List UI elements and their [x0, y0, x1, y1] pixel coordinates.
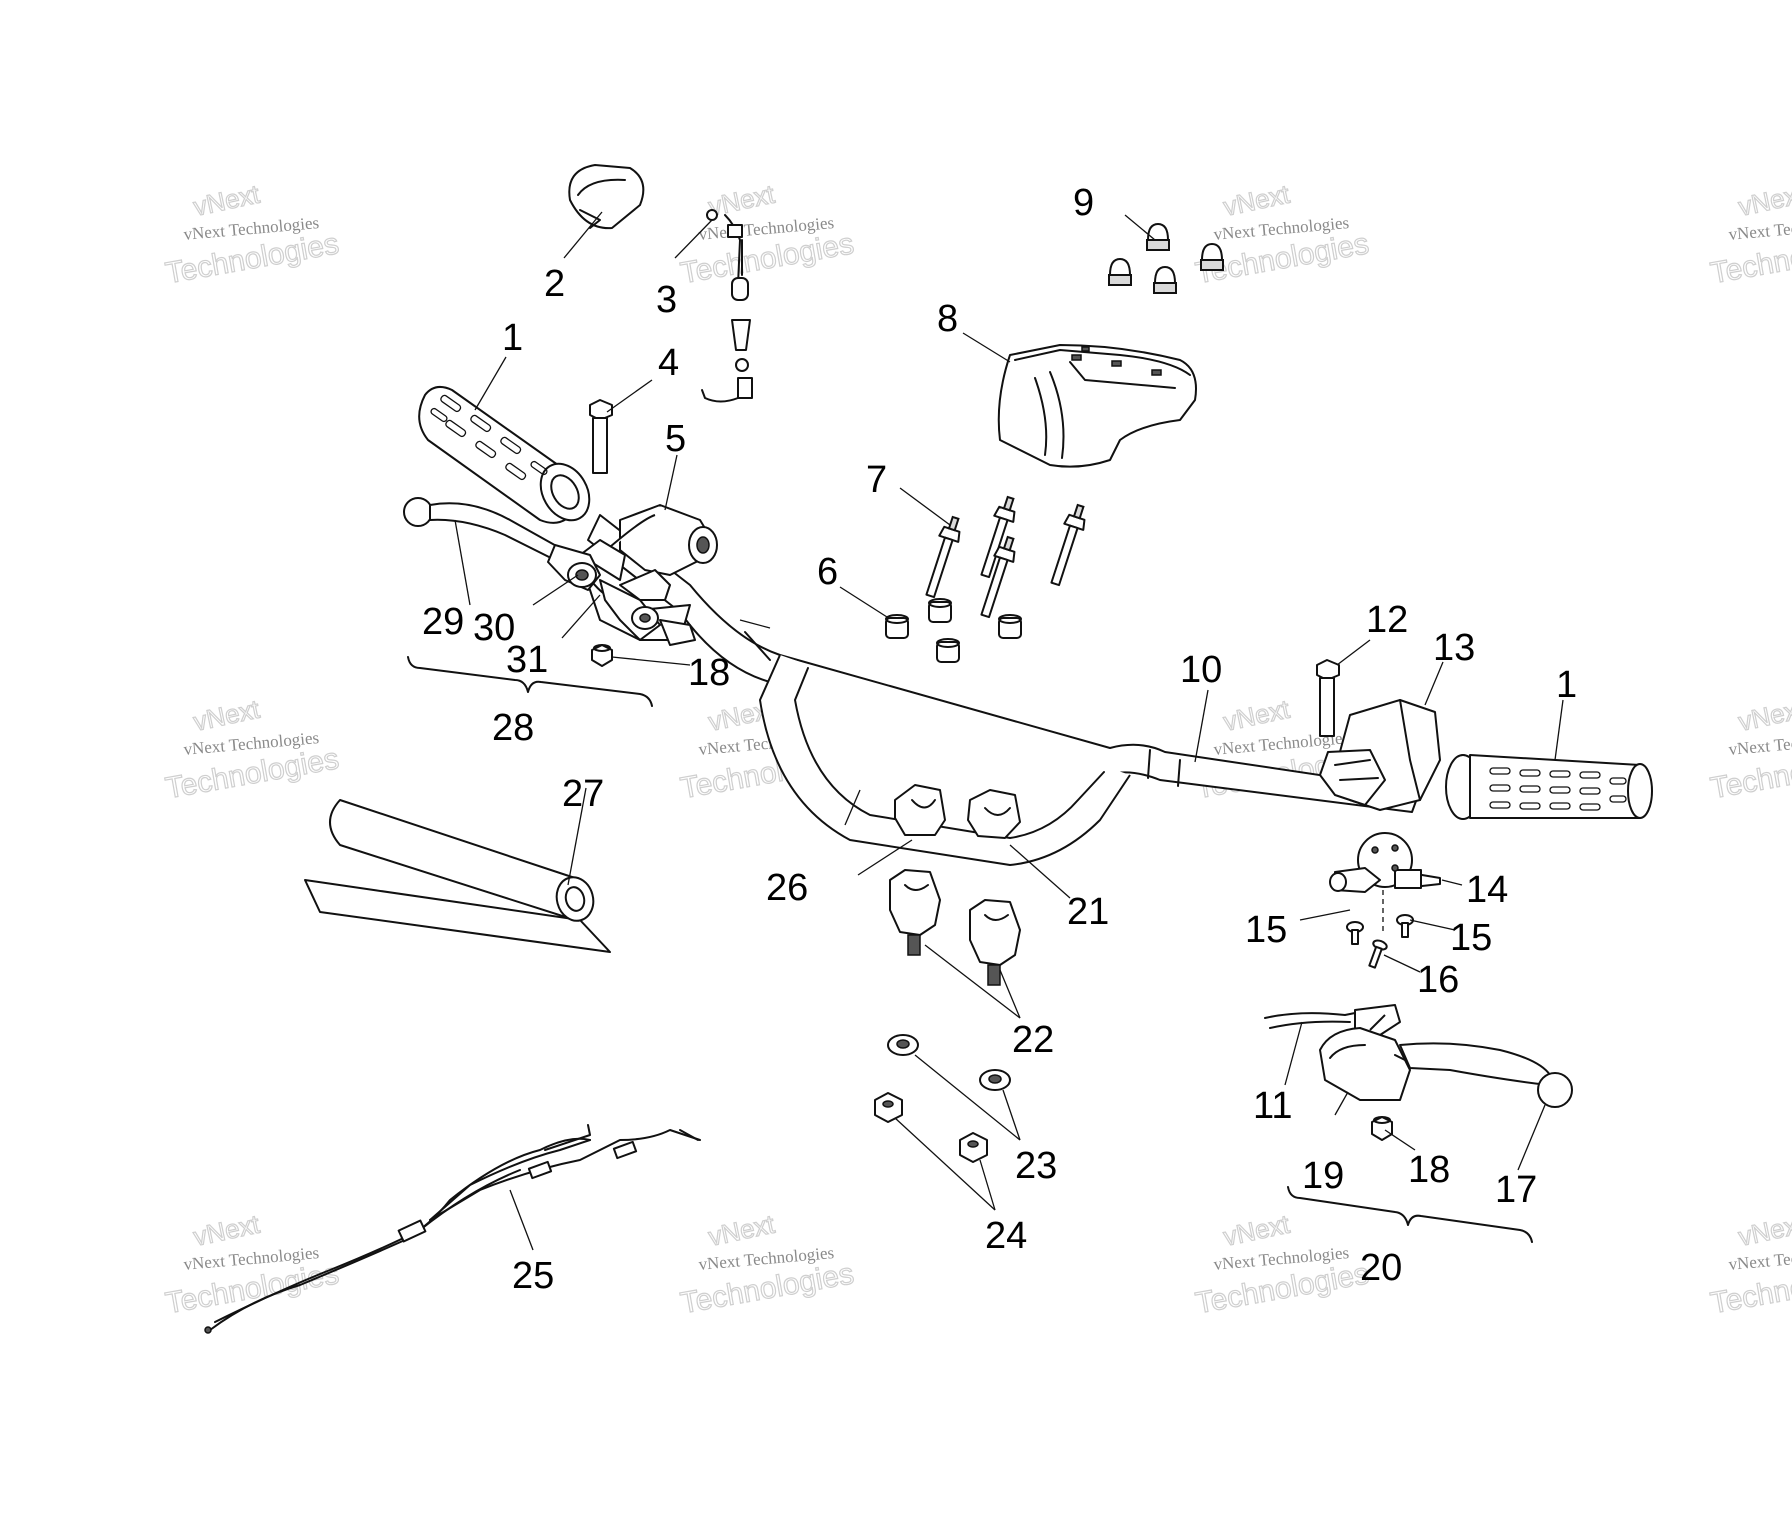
callout-14: 14: [1466, 869, 1508, 911]
callout-17: 17: [1495, 1169, 1537, 1211]
studs-7: [925, 495, 1086, 619]
right-grip: [1445, 754, 1653, 820]
bracket-28: [407, 656, 653, 707]
switch-14: [1329, 832, 1441, 893]
handlebar-pad: [304, 799, 611, 953]
bracket-20: [1287, 1186, 1533, 1243]
callout-18-right: 18: [1408, 1149, 1450, 1191]
upper-clamps-26: [894, 784, 1021, 839]
callout-25: 25: [512, 1255, 554, 1297]
watermark: vNext vNext Technologies Technologies: [1708, 693, 1792, 806]
callout-19: 19: [1302, 1155, 1344, 1197]
callout-9: 9: [1073, 182, 1094, 224]
left-grip: [418, 385, 591, 524]
watermark: vNext vNext Technologies Technologies: [163, 178, 342, 291]
spacers-6: [885, 598, 1022, 663]
callout-5: 5: [665, 418, 686, 460]
callout-13: 13: [1433, 627, 1475, 669]
nuts-24: [874, 1092, 988, 1163]
watermark: vNext vNext Technologies Technologies: [1708, 178, 1792, 291]
callout-11: 11: [1253, 1085, 1292, 1127]
callout-16: 16: [1417, 959, 1459, 1001]
left-lever-assembly: [403, 497, 696, 646]
cap-nuts-9: [1108, 223, 1224, 294]
leader-lines: [454, 211, 1564, 1251]
handlebar-cover: [997, 344, 1197, 468]
bolt-12: [1316, 659, 1340, 737]
callout-23: 23: [1015, 1145, 1057, 1187]
callout-27: 27: [562, 773, 604, 815]
callout-30: 30: [473, 607, 515, 649]
right-lever-assembly: [1264, 1004, 1573, 1108]
throttle-cables: [204, 1124, 701, 1334]
callout-12: 12: [1366, 599, 1408, 641]
callout-6: 6: [817, 551, 838, 593]
callout-15-right: 15: [1450, 917, 1492, 959]
screws-15: [1346, 914, 1414, 945]
watermark: vNext vNext Technologies Technologies: [678, 178, 857, 291]
svg-text:vNext: vNext: [1736, 694, 1792, 737]
callout-2: 2: [544, 263, 565, 305]
callout-7: 7: [866, 459, 887, 501]
callout-29: 29: [422, 601, 464, 643]
svg-text:vNext: vNext: [1221, 179, 1293, 222]
bolt-4: [589, 399, 613, 474]
watermark: vNext vNext Technologies Technologies: [1708, 1208, 1792, 1321]
svg-text:vNext: vNext: [1221, 1209, 1293, 1252]
risers-22: [889, 869, 1021, 986]
callout-21: 21: [1067, 891, 1109, 933]
callout-3: 3: [656, 279, 677, 321]
screw-16: [1368, 890, 1388, 969]
svg-text:vNext: vNext: [191, 694, 263, 737]
right-housing: [1319, 699, 1441, 811]
svg-text:vNext: vNext: [191, 179, 263, 222]
nut-18-right: [1371, 1116, 1393, 1141]
switch-cap: [568, 164, 645, 230]
callout-15-left: 15: [1245, 909, 1287, 951]
callout-31: 31: [506, 639, 548, 681]
callout-26: 26: [766, 867, 808, 909]
kill-switch-wire: [701, 209, 753, 403]
watermark: vNext vNext Technologies Technologies: [1193, 1208, 1372, 1321]
svg-text:vNext: vNext: [1736, 179, 1792, 222]
watermark: vNext vNext Technologies Technologies: [163, 693, 342, 806]
svg-text:vNext: vNext: [1221, 694, 1293, 737]
washers-23: [887, 1034, 1011, 1091]
svg-text:vNext: vNext: [1736, 1209, 1792, 1252]
callout-22: 22: [1012, 1019, 1054, 1061]
callout-10: 10: [1180, 649, 1222, 691]
svg-text:vNext: vNext: [191, 1209, 263, 1252]
callout-4: 4: [658, 342, 679, 384]
callout-18-left: 18: [688, 652, 730, 694]
callout-8: 8: [937, 298, 958, 340]
callout-20: 20: [1360, 1247, 1402, 1289]
svg-text:vNext: vNext: [706, 1209, 778, 1252]
callout-24: 24: [985, 1215, 1027, 1257]
watermark: vNext vNext Technologies Technologies: [1193, 178, 1372, 291]
callout-1-left: 1: [502, 317, 523, 359]
nut-18-left: [591, 644, 613, 667]
callout-1-right: 1: [1556, 664, 1577, 706]
callout-28: 28: [492, 707, 534, 749]
watermark: vNext vNext Technologies Technologies: [678, 1208, 857, 1321]
callout-labels: 1 1 2 3 4 5 6 7 8 9 10 11 12 13 14 15 15…: [422, 182, 1577, 1297]
